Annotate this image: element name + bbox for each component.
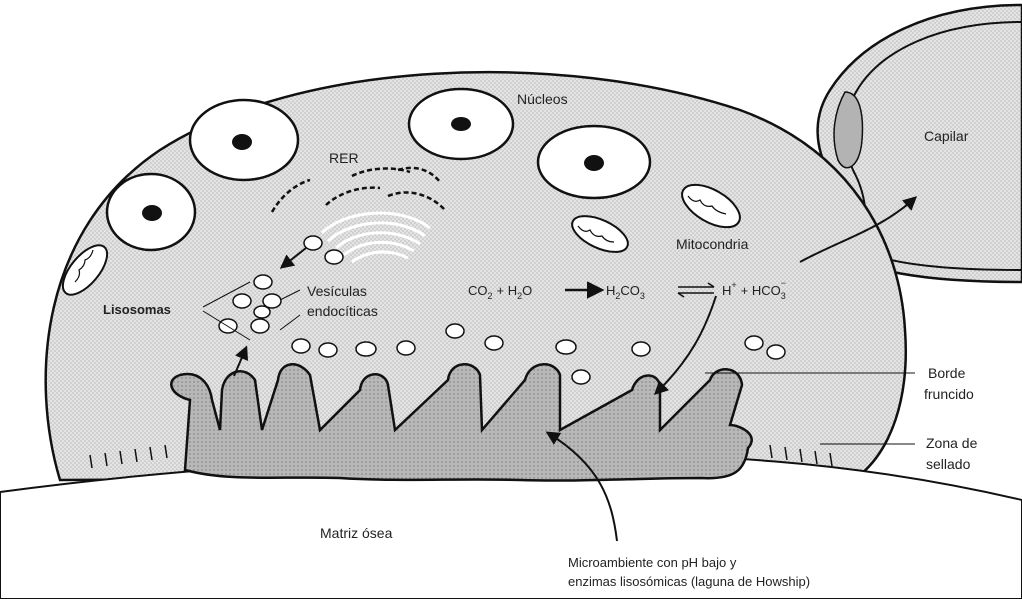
- label-mitocondria: Mitocondria: [676, 236, 749, 252]
- label-zona-1: Zona de: [926, 435, 978, 451]
- label-vesiculas-1: Vesículas: [307, 283, 367, 299]
- label-matriz: Matriz ósea: [320, 525, 393, 541]
- label-nucleos: Núcleos: [517, 91, 568, 107]
- label-vesiculas-2: endocíticas: [307, 303, 378, 319]
- label-zona-2: sellado: [926, 456, 971, 472]
- label-lisosomas: Lisosomas: [103, 302, 171, 317]
- label-borde-2: fruncido: [924, 386, 974, 402]
- label-capilar: Capilar: [924, 128, 969, 144]
- label-microambiente-1: Microambiente con pH bajo y: [568, 555, 737, 570]
- nucleus: [409, 89, 513, 159]
- nucleus: [190, 100, 298, 180]
- label-rer: RER: [329, 150, 359, 166]
- nucleus: [107, 174, 195, 250]
- label-microambiente-2: enzimas lisosómicas (laguna de Howship): [568, 574, 810, 589]
- label-borde-1: Borde: [928, 365, 966, 381]
- nucleus: [538, 126, 650, 198]
